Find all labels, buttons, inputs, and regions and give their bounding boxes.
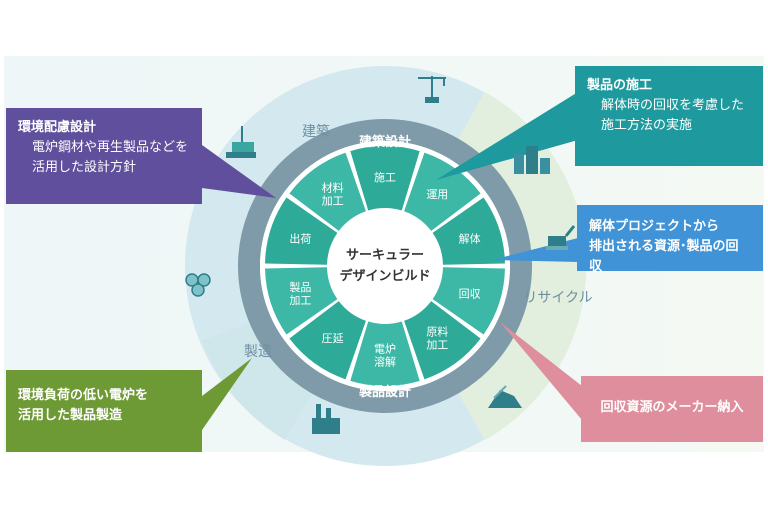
segment-label-3-1: 解体 (459, 231, 481, 245)
callout-env-design-body-2: 活用した設計方針 (32, 160, 137, 176)
callout-env-design-body-1: 電炉鋼材や再生製品などを (32, 140, 189, 156)
segment-3 (432, 197, 505, 265)
segment-2 (404, 152, 481, 231)
design-band-ring (238, 119, 532, 413)
segment-label-9-1: 出荷 (289, 231, 311, 245)
callout-construction: 製品の施工 解体時の回収を考慮した 施工方法の実施 (575, 66, 763, 166)
callout-demolition: 解体プロジェクトから 排出される資源･製品の回収 (577, 205, 763, 274)
callout-env-design-heading: 環境配慮設計 (18, 120, 97, 135)
teal-connector (436, 92, 578, 180)
purple-connector (202, 145, 276, 198)
callout-delivery: 回収資源のメーカー納入 (581, 376, 763, 442)
callout-demolition-heading-2: 排出される資源･製品の回収 (589, 239, 739, 275)
excavator-icon (546, 225, 576, 250)
scrap-pile-icon (488, 385, 522, 408)
segment-label-8-2: 加工 (289, 294, 311, 307)
buildings-icon (514, 146, 550, 174)
callout-env-design: 環境配慮設計 電炉鋼材や再生製品などを 活用した設計方針 (6, 108, 202, 204)
segment-4 (432, 267, 505, 335)
segment-7 (289, 301, 366, 380)
segment-label-10-2: 加工 (322, 194, 344, 207)
center-label-line1: サーキュラー (346, 248, 424, 263)
segment-6 (350, 321, 420, 386)
segment-label-4-1: 回収 (459, 288, 481, 301)
segment-label-8-1: 製品 (289, 280, 311, 294)
callout-construction-heading: 製品の施工 (587, 78, 653, 93)
center-label-line2: デザインビルド (339, 268, 430, 284)
segment-label-2-1: 運用 (426, 188, 448, 201)
center-hub (331, 212, 439, 320)
segment-label-7-1: 圧延 (322, 332, 344, 345)
outer-label-manufacturing: 製造 (244, 344, 272, 360)
bottom-band-label: 製品設計 (358, 384, 411, 400)
pink-connector (500, 322, 582, 420)
callout-low-env: 環境負荷の低い電炉を 活用した製品製造 (6, 370, 202, 452)
crane-icon (418, 76, 446, 103)
factory-icon (312, 404, 340, 434)
callout-demolition-heading: 解体プロジェクトから (589, 219, 720, 234)
segment-label-5-1: 原料 (426, 325, 448, 339)
segment-label-5-2: 加工 (426, 339, 448, 352)
top-band-label: 建築設計 (359, 134, 411, 150)
callout-construction-body-1: 解体時の回収を考慮した (601, 98, 745, 114)
callout-low-env-heading-2: 活用した製品製造 (18, 408, 123, 424)
callout-construction-body-2: 施工方法の実施 (601, 118, 693, 134)
segment-label-1-1: 施工 (374, 171, 396, 184)
segment-label-10-1: 材料 (322, 180, 344, 194)
segment-label-6-1: 電炉 (374, 343, 396, 356)
pipes-icon (185, 273, 211, 297)
segment-10 (289, 152, 366, 231)
segment-1 (350, 146, 420, 211)
segment-label-6-2: 溶解 (374, 355, 396, 369)
segment-8 (265, 267, 338, 335)
hook-load-icon (226, 126, 256, 158)
callout-low-env-heading: 環境負荷の低い電炉を (18, 388, 149, 403)
outer-label-recycle: リサイクル (523, 290, 592, 306)
segment-5 (404, 301, 481, 380)
callout-delivery-heading: 回収資源のメーカー納入 (600, 400, 744, 415)
green-connector (202, 358, 252, 430)
outer-label-construction: 建築 (302, 124, 330, 140)
segment-9 (265, 197, 338, 265)
